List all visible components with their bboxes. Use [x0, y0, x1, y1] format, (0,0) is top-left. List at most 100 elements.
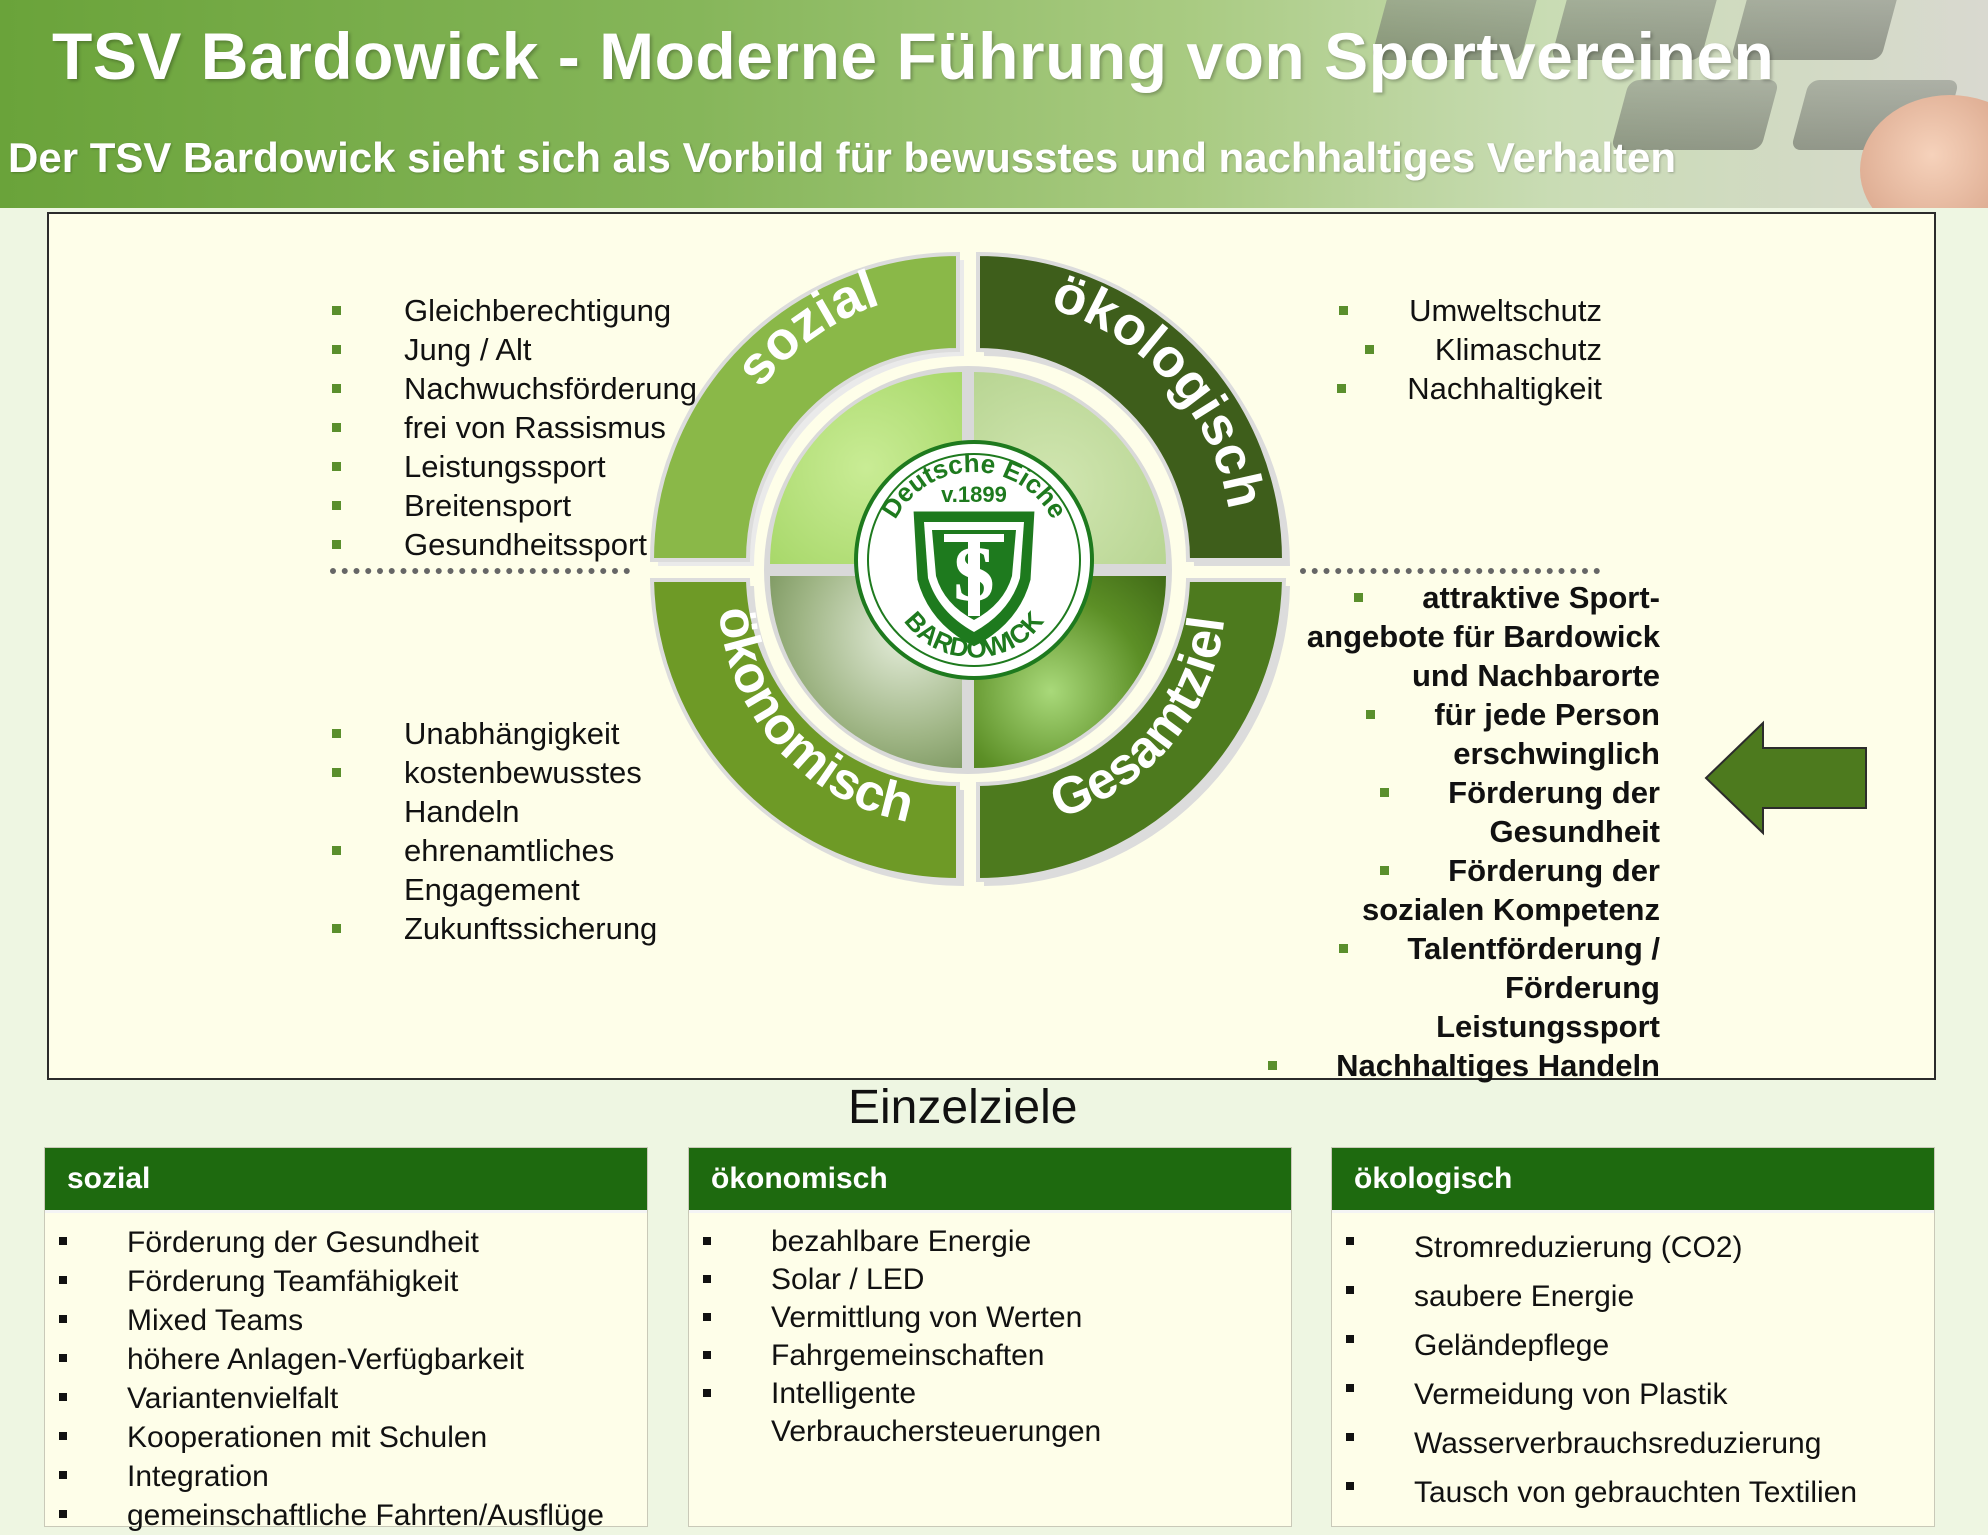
bullet-icon — [703, 1275, 711, 1283]
header-banner: TSV Bardowick - Moderne Führung von Spor… — [0, 0, 1988, 208]
bullet-icon — [1380, 866, 1390, 875]
bullet-icon — [332, 423, 341, 432]
bullet-icon — [1346, 1237, 1354, 1245]
bullet-icon — [703, 1237, 711, 1245]
list-item: Integration — [45, 1457, 647, 1496]
list-item: Unabhängigkeit — [332, 714, 657, 753]
bullet-icon — [332, 768, 341, 777]
list-item-text: Gleichberechtigung — [404, 293, 672, 328]
list-item-text: Vermittlung von Werten — [771, 1301, 1083, 1334]
list-item-text: Mixed Teams — [127, 1304, 304, 1337]
page-title: TSV Bardowick - Moderne Führung von Spor… — [52, 19, 1775, 93]
list-item: Wasserverbrauchsreduzierung — [1332, 1419, 1934, 1468]
box-oekonomisch-title: ökonomisch — [689, 1148, 1291, 1213]
list-item-text: und Nachbarorte — [1411, 658, 1660, 693]
bullet-icon — [1364, 345, 1374, 354]
segment-oekologisch-outer — [976, 251, 1290, 566]
bullet-icon — [1380, 788, 1390, 797]
list-item-text: Unabhängigkeit — [404, 716, 620, 751]
list-item-text: Nachhaltigkeit — [1407, 371, 1602, 406]
list-item: Zukunftssicherung — [332, 909, 657, 948]
bullet-icon — [332, 306, 341, 315]
club-logo: S Deutsche Eiche v.1899 BARDOWICK — [854, 440, 1094, 680]
list-item-text: Leistungssport — [404, 449, 606, 484]
bullet-icon — [1346, 1482, 1354, 1490]
list-item-text: Breitensport — [404, 488, 572, 523]
list-item: Fahrgemeinschaften — [689, 1337, 1291, 1375]
list-item: Förderung der — [1240, 851, 1660, 890]
bullet-icon — [332, 501, 341, 510]
box-oekologisch: ökologisch Stromreduzierung (CO2) saubere… — [1331, 1147, 1935, 1527]
list-item: höhere Anlagen-Verfügbarkeit — [45, 1340, 647, 1379]
list-item-text: Engagement — [404, 872, 580, 907]
list-item-text: angebote für Bardowick — [1306, 619, 1660, 654]
list-item: Nachhaltiges Handeln — [1240, 1046, 1660, 1085]
bullet-icon — [703, 1313, 711, 1321]
bullet-icon — [332, 345, 341, 354]
list-item: Förderung — [1240, 968, 1660, 1007]
list-item: Talentförderung / — [1240, 929, 1660, 968]
list-item: Stromreduzierung (CO2) — [1332, 1223, 1934, 1272]
list-item: bezahlbare Energie — [689, 1223, 1291, 1261]
bullet-icon — [1339, 944, 1349, 953]
divider-dotted-left — [330, 568, 630, 574]
list-item: Breitensport — [332, 486, 697, 525]
left-arrow-icon — [1704, 720, 1867, 836]
list-item: Nachhaltigkeit — [1300, 369, 1602, 408]
list-item-text: Nachwuchsförderung — [404, 371, 697, 406]
list-item-text: Variantenvielfalt — [127, 1382, 339, 1415]
bullet-icon — [703, 1351, 711, 1359]
list-item: Leistungssport — [1240, 1007, 1660, 1046]
list-item: Förderung der Gesundheit — [45, 1223, 647, 1262]
box-oekologisch-title: ökologisch — [1332, 1148, 1934, 1213]
divider-dotted-right — [1300, 568, 1600, 574]
list-item: kostenbewusstes — [332, 753, 657, 792]
list-item-text: ehrenamtliches — [404, 833, 615, 868]
list-item: Vermittlung von Werten — [689, 1299, 1291, 1337]
list-item-text: gemeinschaftliche Fahrten/Ausflüge — [127, 1499, 604, 1532]
list-item: sozialen Kompetenz — [1240, 890, 1660, 929]
list-item-text: erschwinglich — [1453, 736, 1660, 771]
list-item-text: Kooperationen mit Schulen — [127, 1421, 488, 1454]
bullet-icon — [332, 924, 341, 933]
list-item: Förderung der — [1240, 773, 1660, 812]
list-item: angebote für Bardowick — [1240, 617, 1660, 656]
list-item-text: Klimaschutz — [1434, 332, 1602, 367]
list-item-text: sozialen Kompetenz — [1362, 892, 1660, 927]
bullet-icon — [59, 1393, 67, 1401]
bullet-icon — [1337, 384, 1347, 393]
list-item-text: Vermeidung von Plastik — [1414, 1378, 1728, 1411]
list-item: Vermeidung von Plastik — [1332, 1370, 1934, 1419]
einzelziele-heading: Einzelziele — [848, 1081, 1078, 1134]
list-item-text: Umweltschutz — [1409, 293, 1602, 328]
list-item: Gesundheitssport — [332, 525, 697, 564]
list-item-text: Förderung der — [1448, 853, 1660, 888]
list-item-text: Solar / LED — [771, 1263, 925, 1296]
list-item: für jede Person — [1240, 695, 1660, 734]
list-item-text: saubere Energie — [1414, 1280, 1635, 1313]
list-item: Geländepflege — [1332, 1321, 1934, 1370]
list-item-text: Talentförderung / — [1407, 931, 1660, 966]
bullet-icon — [59, 1315, 67, 1323]
list-item: erschwinglich — [1240, 734, 1660, 773]
list-item-text: Geländepflege — [1414, 1329, 1610, 1362]
list-item: Mixed Teams — [45, 1301, 647, 1340]
list-item-text: für jede Person — [1434, 697, 1660, 732]
bullet-icon — [1346, 1335, 1354, 1343]
list-item-text: Förderung Teamfähigkeit — [127, 1265, 459, 1298]
list-item: Nachwuchsförderung — [332, 369, 697, 408]
bullet-icon — [1346, 1433, 1354, 1441]
list-item-text: frei von Rassismus — [404, 410, 666, 445]
bullet-icon — [1354, 593, 1364, 602]
list-item: Engagement — [332, 870, 657, 909]
list-item-text: Förderung der — [1448, 775, 1660, 810]
list-item: Gleichberechtigung — [332, 291, 697, 330]
